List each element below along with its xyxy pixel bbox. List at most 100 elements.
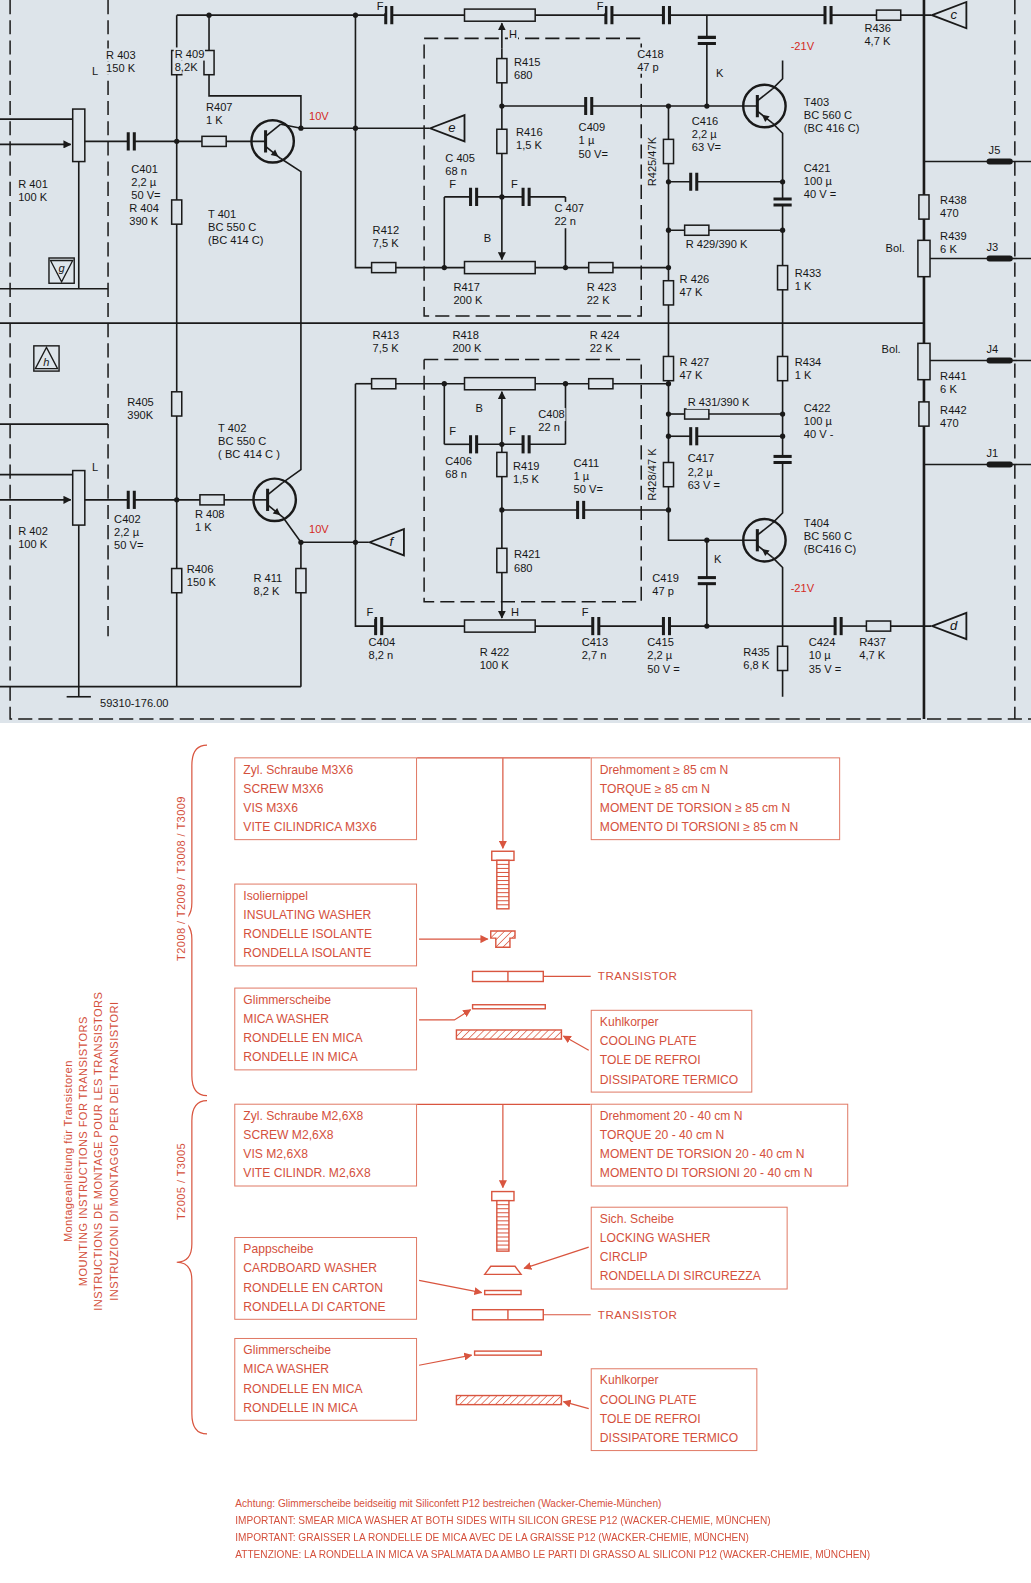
leader-line [563, 1402, 588, 1409]
leader-line [524, 1247, 589, 1268]
wire [535, 625, 593, 627]
locking-washer [485, 1266, 521, 1274]
screw-thread [497, 1204, 509, 1205]
screw-head [492, 851, 514, 860]
part-label: C413 [581, 636, 610, 649]
resistor-symbol [663, 281, 673, 305]
wire [757, 89, 772, 101]
signal-connector: c [931, 1, 967, 29]
emitter-arrow [271, 150, 279, 157]
part-label: 4,7 K [858, 649, 886, 662]
part-label: R435 [742, 646, 771, 659]
junction-dot [499, 507, 504, 512]
mica-washer [473, 1005, 546, 1009]
wire [782, 671, 784, 697]
part-label: R412 [372, 224, 401, 237]
wire [709, 413, 783, 415]
part-text: VITE CILINDR. M2,6X8 [243, 1164, 408, 1183]
part-text: MICA WASHER [243, 1010, 408, 1029]
part-label: R428/47 K [646, 447, 659, 502]
leader-line [419, 1280, 482, 1292]
part-label: 47 p [636, 61, 660, 74]
resistor-symbol [685, 225, 709, 235]
junction-dot [298, 126, 303, 131]
part-label: 22 K [589, 342, 614, 355]
part-box: Zyl. Schraube M2,6X8SCREW M2,6X8VIS M2,6… [234, 1104, 417, 1187]
part-text: RONDELLE EN MICA [243, 1379, 408, 1398]
part-label: C419 [651, 572, 680, 585]
frame-line [424, 359, 641, 601]
wire [85, 499, 128, 501]
part-text: Zyl. Schraube M2,6X8 [243, 1107, 408, 1126]
wire [444, 444, 470, 446]
capacitor-symbol [576, 501, 579, 519]
part-label: BC 550 C [207, 221, 257, 234]
part-text: Glimmerscheibe [243, 991, 408, 1010]
wire [757, 523, 772, 535]
part-label: 200 K [452, 294, 483, 307]
leader-line [419, 1010, 470, 1020]
signal-connector: g [48, 257, 74, 283]
part-label: R 426 [679, 273, 711, 286]
capacitor-symbol [689, 173, 692, 191]
part-text: SCREW M3X6 [243, 780, 408, 799]
note-text: IMPORTANT: SMEAR MICA WASHER AT BOTH SID… [234, 1514, 771, 1527]
triangle-symbol [370, 529, 404, 555]
voltage-label: 10V [308, 110, 330, 123]
wire [0, 474, 73, 476]
wire [1010, 258, 1031, 260]
wire [268, 505, 283, 517]
junction-dot [780, 434, 785, 439]
connector-symbol [429, 114, 465, 142]
emitter-arrow [273, 508, 281, 515]
part-label: F [581, 606, 590, 619]
screw-thread [497, 876, 509, 877]
leader-line [543, 976, 590, 977]
junction-dot [666, 265, 671, 270]
wire [266, 146, 281, 158]
part-label: 1 K [194, 521, 213, 534]
part-text: COOLING PLATE [600, 1390, 748, 1409]
part-text: INSULATING WASHER [243, 906, 408, 925]
wire [501, 197, 503, 260]
capacitor-symbol [662, 617, 665, 635]
capacitor-symbol [604, 6, 607, 24]
part-label: BC 560 C [803, 109, 853, 122]
junction-dot [442, 265, 447, 270]
wire [535, 383, 589, 385]
part-box: Sich. ScheibeLOCKING WASHERCIRCLIPRONDEL… [591, 1207, 788, 1290]
title-text: MOUNTING INSTRUCTIONS FOR TRANSISTORS [77, 1014, 90, 1288]
part-label: C 405 [444, 151, 476, 164]
wire [841, 625, 866, 627]
junction-dot [499, 103, 504, 108]
transistor-symbol [253, 479, 295, 521]
part-label: C408 [537, 408, 566, 421]
resistor-symbol [919, 195, 929, 219]
wire [891, 625, 931, 627]
leader-line [417, 1104, 591, 1105]
part-label: C416 [691, 115, 720, 128]
part-label: 47 K [679, 286, 704, 299]
part-label: C 407 [553, 202, 585, 215]
part-label: 40 V = [803, 188, 837, 201]
wire [599, 625, 664, 627]
part-label: H [510, 606, 520, 619]
part-text: TORQUE 20 - 40 cm N [600, 1126, 839, 1145]
signal-letter: h [33, 345, 59, 368]
part-label: 150 K [105, 62, 136, 75]
wire [706, 15, 708, 37]
capacitor-symbol [698, 36, 716, 39]
capacitor-symbol [689, 427, 692, 445]
part-label: K [715, 67, 724, 80]
junction-dot [353, 13, 358, 18]
part-label: 1 µ [578, 134, 596, 147]
part-label: 1 K [205, 114, 224, 127]
resistor-symbol [372, 263, 396, 273]
junction-dot [780, 179, 785, 184]
potentiometer-symbol [73, 109, 85, 162]
wire [709, 229, 783, 231]
triangle-symbol [932, 2, 966, 28]
wire [382, 625, 465, 627]
screw-thread [497, 1249, 509, 1250]
